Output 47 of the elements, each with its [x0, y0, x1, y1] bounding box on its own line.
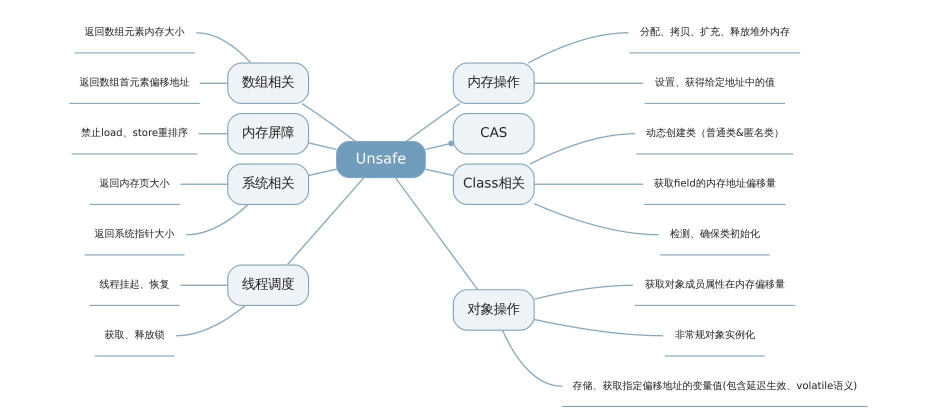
connector	[200, 82, 228, 84]
node-text: 返回数组元素内存大小	[84, 27, 185, 38]
connector	[534, 184, 644, 185]
node-text: 返回系统指针大小	[94, 229, 175, 240]
node-text: 获取对象成员属性在内存偏移量	[644, 280, 785, 291]
node-text: 设置、获得给定地址中的值	[654, 78, 775, 89]
node-text: 检测、确保类初始化	[670, 229, 760, 240]
connector	[425, 140, 454, 150]
node-box: 线程调度	[227, 264, 310, 306]
connector	[534, 318, 664, 336]
connector	[176, 305, 246, 336]
connector	[287, 177, 364, 265]
connector	[534, 82, 644, 84]
connector	[180, 184, 228, 185]
node-text: 返回内存页大小	[100, 178, 170, 190]
node-text: 返回数组首元素偏移地址	[80, 78, 190, 89]
node-box: 对象操作	[452, 289, 535, 331]
node-text: 禁止load、store重排序	[81, 128, 188, 140]
node-text: 线程挂起、恢复	[100, 280, 170, 291]
node-box: 系统相关	[227, 163, 310, 205]
node-box: CAS	[452, 112, 535, 154]
connector	[534, 284, 633, 300]
connector	[308, 168, 337, 176]
node-box: Unsafe	[336, 141, 426, 178]
node-text: 获取、释放锁	[104, 330, 165, 342]
connector	[530, 133, 636, 165]
connector	[186, 204, 249, 236]
connector	[394, 177, 478, 290]
connector	[406, 103, 460, 142]
connector	[302, 103, 356, 142]
connector	[180, 284, 228, 286]
node-text: 动态创建类（普通类&匿名类）	[646, 128, 784, 140]
node-box: Class相关	[452, 163, 535, 205]
node-text: 存储、获取指定偏移地址的变量值(包含延迟生效、volatile语义)	[572, 380, 858, 392]
node-text: 非常规对象实例化	[674, 330, 755, 342]
connector	[308, 142, 337, 150]
connector	[198, 133, 228, 134]
connector	[528, 32, 628, 64]
connector	[502, 330, 562, 387]
node-box: 内存屏障	[227, 112, 310, 154]
connector	[196, 32, 252, 64]
node-text: 获取field的内存地址偏移量	[654, 178, 776, 190]
node-text: 分配、拷贝、扩充、释放堆外内存	[640, 27, 790, 38]
connector	[425, 168, 454, 176]
node-box: 内存操作	[452, 62, 535, 104]
node-box: 数组相关	[227, 62, 310, 104]
connector	[534, 203, 659, 236]
